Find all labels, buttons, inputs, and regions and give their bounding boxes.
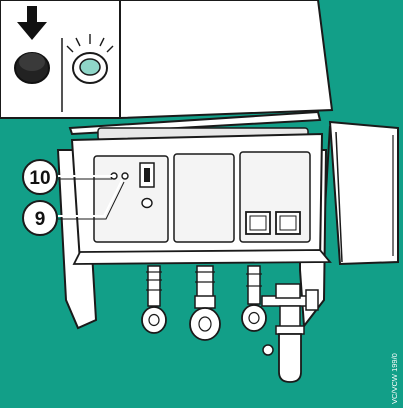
middle-compartment [173,153,235,243]
instruction-inset [0,0,121,119]
left-compartment [93,155,169,243]
callout-10-label: 10 [29,168,50,189]
leader-9 [58,179,123,217]
callout-9: 9 [22,200,58,236]
indicator-lamp-icon [66,34,114,84]
open-door [321,120,399,266]
control-panel [56,132,332,330]
round-control [141,197,153,209]
callout-10: 10 [22,159,58,195]
button-9 [121,172,129,180]
press-button-icon [14,52,50,84]
filter-canister [278,333,302,383]
figure-code: VC/VCW 199/0 [390,353,399,404]
pipe-connections [141,265,319,383]
arrow-down-icon [17,6,47,40]
callout-9-label: 9 [35,209,46,230]
callout-leaders [58,175,123,217]
